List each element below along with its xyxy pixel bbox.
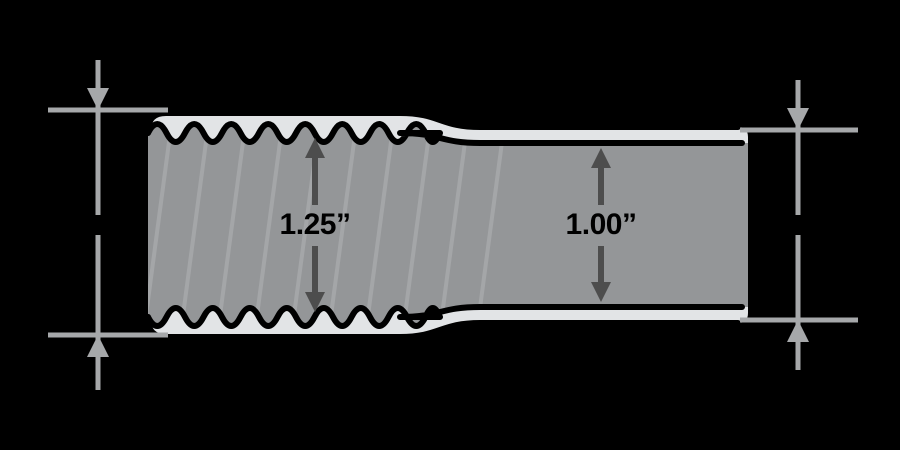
dimension-label-smooth: 1.00” [565, 208, 637, 241]
marker-left-bottom-arrowhead [87, 335, 109, 357]
helix-stripe [180, 126, 210, 324]
arrow-1-00-down-head [591, 282, 611, 302]
helix-stripe [108, 127, 134, 323]
helix-stripe [148, 126, 173, 324]
hose-inner-body [148, 124, 748, 326]
arrow-1-25-down-head [305, 292, 325, 312]
hose-bottom-profile-outline [145, 304, 745, 340]
dimension-label-threaded: 1.25” [279, 208, 351, 241]
arrow-1-25-up-head [305, 138, 325, 158]
helix-stripe [254, 126, 284, 324]
marker-right-bottom-arrowhead [787, 320, 809, 342]
hose-top-profile-outline [145, 110, 745, 146]
marker-left-top-arrowhead [87, 88, 109, 110]
helix-stripes [108, 126, 506, 324]
helix-stripe [365, 126, 395, 324]
helix-stripe [476, 126, 506, 324]
helix-stripe [439, 126, 469, 324]
outside-dimension-markers [87, 60, 809, 390]
helix-stripe [217, 126, 247, 324]
arrow-1-00-up-head [591, 148, 611, 168]
helix-stripe [328, 126, 358, 324]
inner-dimension-arrows [305, 138, 611, 312]
marker-right-top-arrowhead [787, 108, 809, 130]
helix-stripe [402, 126, 432, 324]
